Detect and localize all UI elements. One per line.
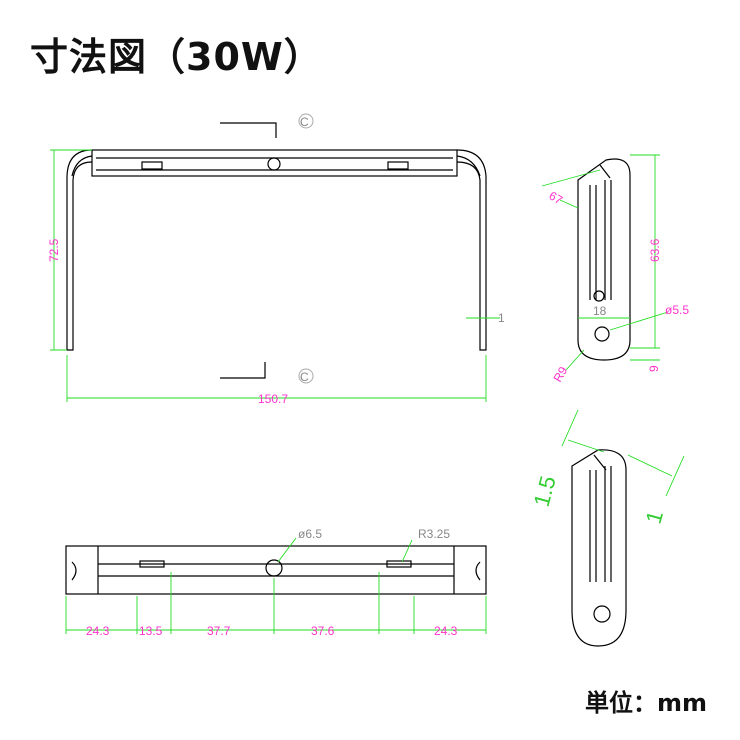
top-spacing-2: 13.5 [139, 624, 163, 638]
side-hole-offset-label: 18 [593, 304, 607, 318]
front-width-label: 150.7 [258, 392, 288, 406]
section-marker-top: C [300, 115, 309, 129]
unit-label: 単位：mm [585, 689, 708, 717]
section-marker-bottom: C [300, 370, 309, 384]
top-spacing-3: 37.7 [207, 624, 231, 638]
detail-view: 1.5 1 [529, 409, 685, 647]
page-title: 寸法図（30W） [30, 35, 323, 79]
top-spacing-1: 24.3 [86, 624, 110, 638]
top-spacing-5: 24.3 [434, 624, 458, 638]
top-hole-dia-label: ø6.5 [298, 527, 322, 541]
side-view: 67 63.6 18 ø5.5 9 R9 [541, 154, 689, 385]
top-slot-radius-label: R3.25 [418, 527, 450, 541]
top-view: ø6.5 R3.25 24.3 13.5 37.7 37.6 24.3 [65, 527, 487, 638]
side-bottom-label: 9 [647, 365, 661, 372]
top-spacing-4: 37.6 [311, 624, 335, 638]
side-angle-label: 67 [547, 188, 566, 207]
side-hole-dia-label: ø5.5 [665, 303, 689, 317]
front-view: C C 72.5 150.7 1 [47, 113, 505, 406]
detail-dim-a-label: 1.5 [529, 473, 561, 509]
front-height-label: 72.5 [47, 238, 61, 262]
side-radius-label: R9 [550, 364, 570, 385]
front-thickness-label: 1 [498, 311, 505, 325]
side-height-label: 63.6 [648, 238, 662, 262]
detail-dim-b-label: 1 [641, 508, 668, 526]
